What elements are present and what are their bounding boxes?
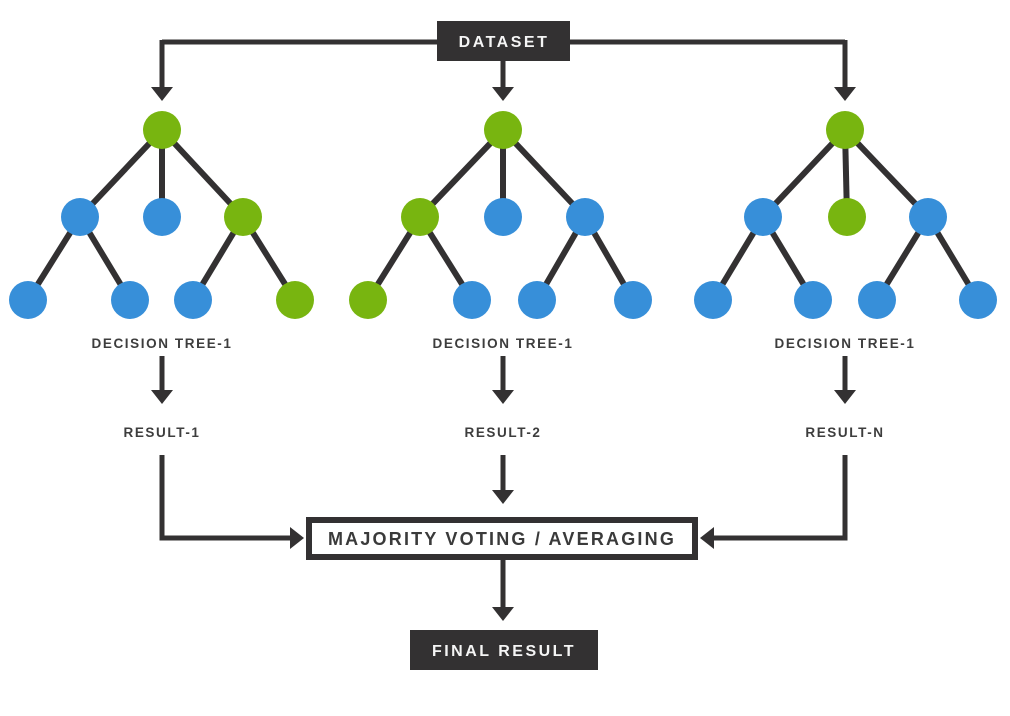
tree-edge: [842, 127, 931, 220]
tree-node-blue: [858, 281, 896, 319]
final-result-box: [410, 630, 598, 670]
result1-elbow-head: [290, 527, 304, 549]
tree-node-green: [826, 111, 864, 149]
tree-node-green: [276, 281, 314, 319]
result-label: RESULT-N: [805, 425, 884, 440]
tree-node-blue: [909, 198, 947, 236]
result2-arrow-head: [492, 490, 514, 504]
tree-result-arrow-head: [834, 390, 856, 404]
tree-node-blue: [518, 281, 556, 319]
tree-edge: [760, 127, 848, 220]
tree-node-blue: [143, 198, 181, 236]
result-label: RESULT-2: [464, 425, 541, 440]
dataset-arrow-right-head: [834, 87, 856, 101]
tree-node-green: [484, 111, 522, 149]
tree-node-blue: [794, 281, 832, 319]
tree-node-green: [143, 111, 181, 149]
tree-node-blue: [111, 281, 149, 319]
majority-voting-label: MAJORITY VOTING / AVERAGING: [328, 529, 676, 549]
tree-node-blue: [614, 281, 652, 319]
dataset-label: DATASET: [459, 34, 550, 51]
tree-edge: [77, 127, 165, 220]
dataset-arrow-middle-head: [492, 87, 514, 101]
tree-result-arrow-head: [151, 390, 173, 404]
tree-node-blue: [694, 281, 732, 319]
tree-node-green: [828, 198, 866, 236]
tree-edge: [500, 127, 588, 220]
tree-node-blue: [744, 198, 782, 236]
tree-node-green: [349, 281, 387, 319]
dataset-box: [437, 21, 570, 61]
tree-node-blue: [453, 281, 491, 319]
tree-node-green: [224, 198, 262, 236]
tree-node-blue: [174, 281, 212, 319]
tree-node-blue: [959, 281, 997, 319]
tree-node-blue: [9, 281, 47, 319]
tree-node-blue: [566, 198, 604, 236]
decision-tree-label: DECISION TREE-1: [91, 336, 232, 351]
tree-node-blue: [61, 198, 99, 236]
decision-tree-label: DECISION TREE-1: [432, 336, 573, 351]
tree-edge: [417, 127, 506, 220]
tree-node-green: [401, 198, 439, 236]
final-result-label: FINAL RESULT: [432, 643, 576, 660]
decision-tree-label: DECISION TREE-1: [774, 336, 915, 351]
tree-edge: [159, 127, 246, 220]
final-result-arrow-head: [492, 607, 514, 621]
tree-node-blue: [484, 198, 522, 236]
resultN-elbow-head: [700, 527, 714, 549]
result-label: RESULT-1: [123, 425, 200, 440]
dataset-arrow-left-head: [151, 87, 173, 101]
majority-voting-box: [306, 517, 698, 560]
tree-result-arrow-head: [492, 390, 514, 404]
